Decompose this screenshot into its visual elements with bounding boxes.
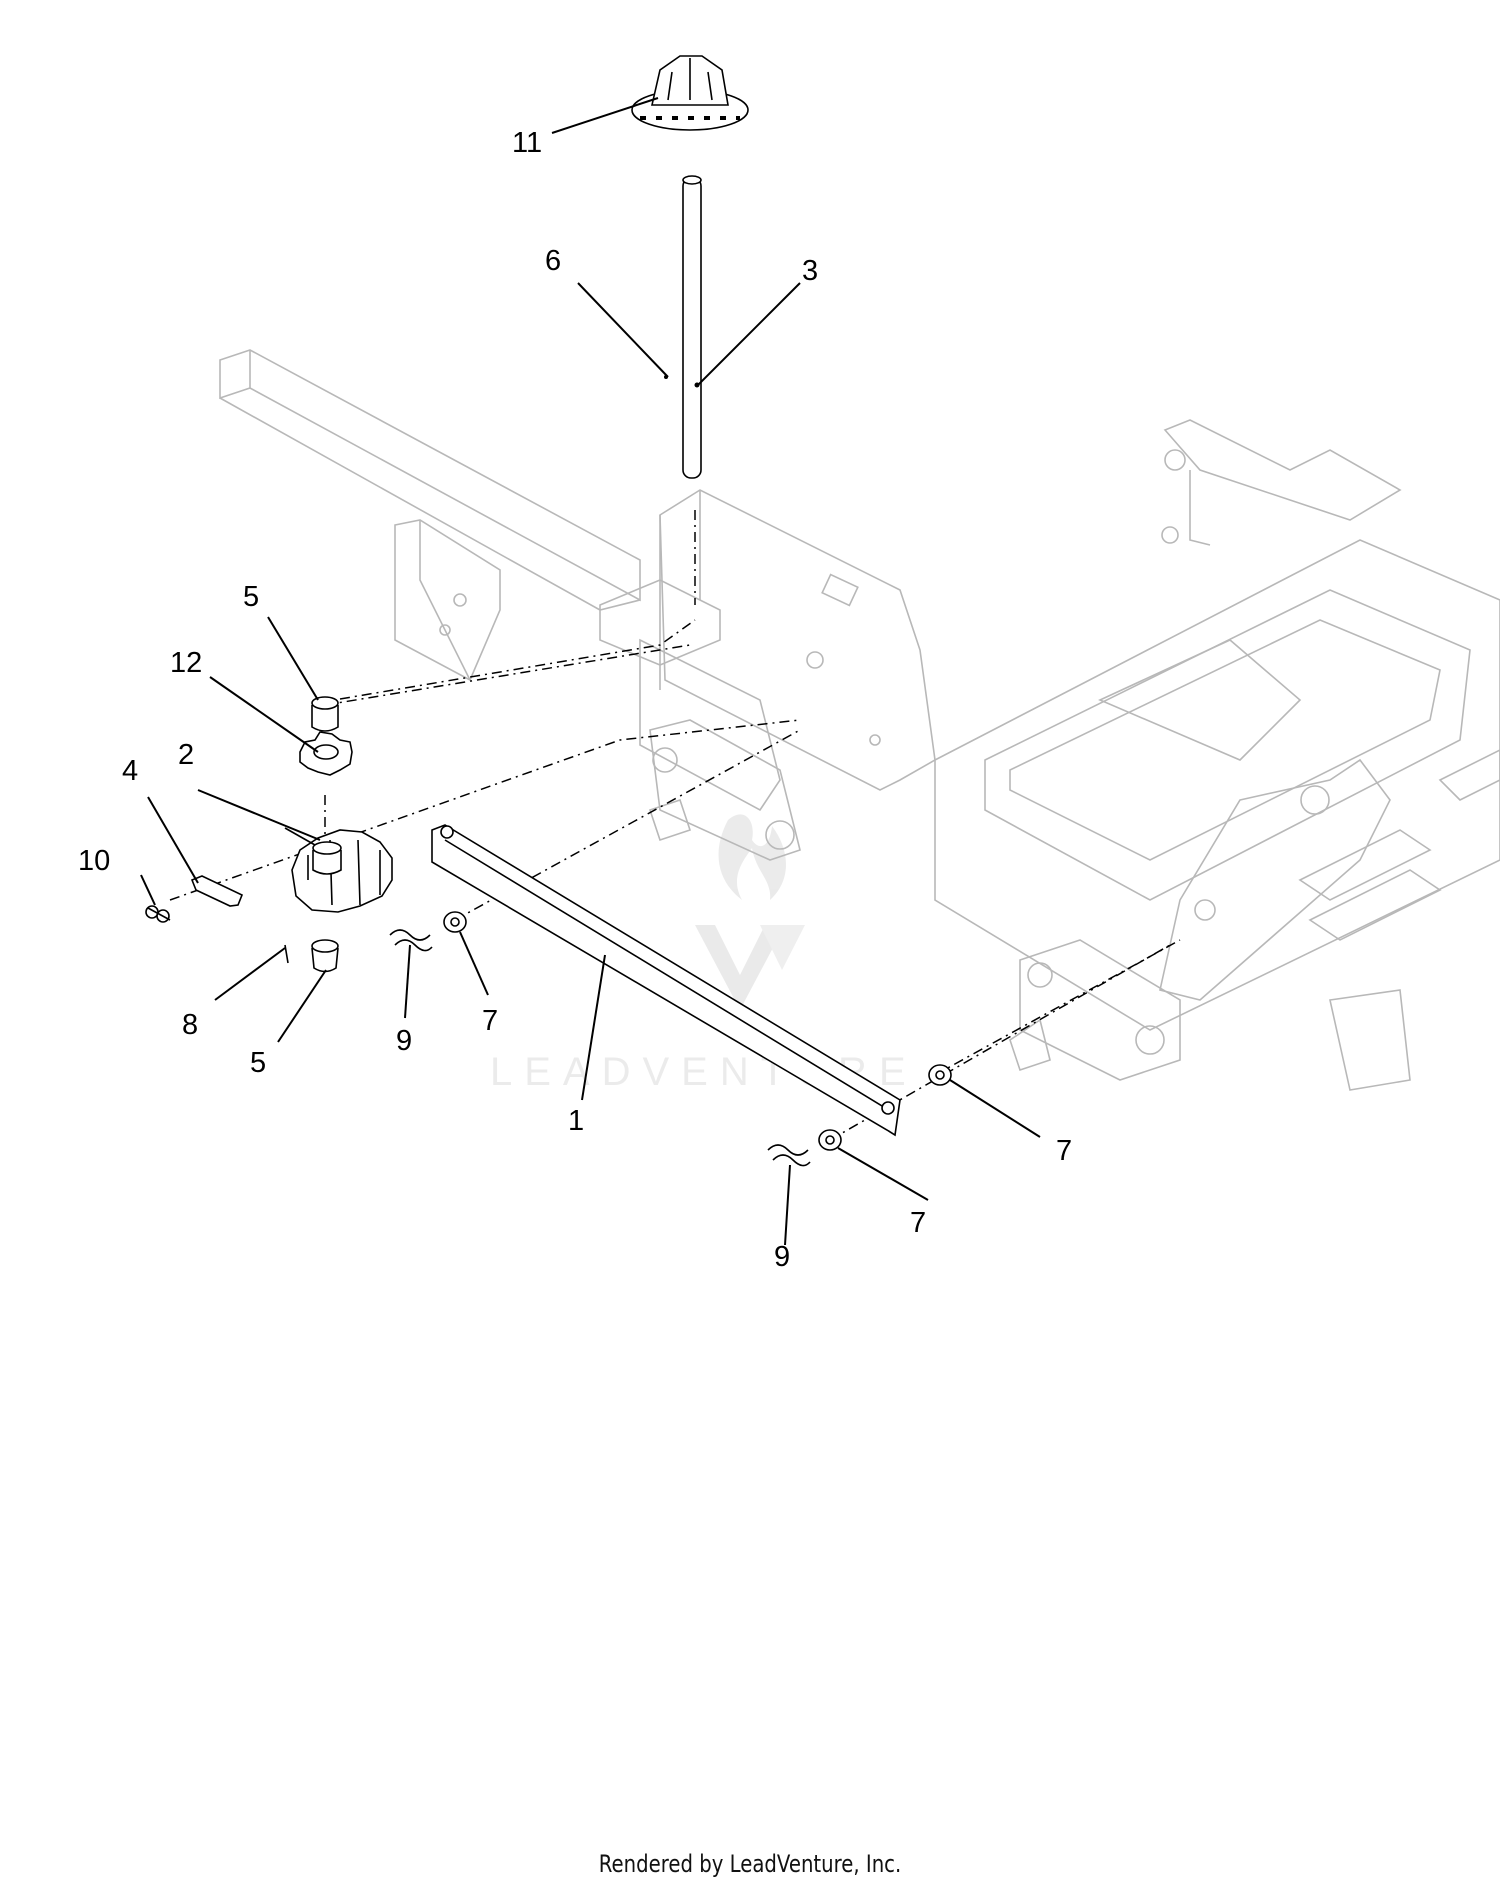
callout-1: 1 bbox=[568, 1105, 584, 1137]
part-bushing-5-upper bbox=[311, 696, 339, 732]
part-bar-1 bbox=[431, 824, 901, 1137]
leader-lines bbox=[140, 97, 1041, 1246]
mower-frame bbox=[219, 349, 1500, 1091]
callout-7-right-lower: 7 bbox=[910, 1207, 926, 1239]
callout-5-upper: 5 bbox=[243, 581, 259, 613]
callout-8: 8 bbox=[182, 1009, 198, 1041]
callout-labels: 11 6 3 5 12 4 2 10 8 5 9 7 1 7 7 9 bbox=[78, 127, 1072, 1273]
callout-11: 11 bbox=[512, 127, 542, 159]
callout-5-lower: 5 bbox=[250, 1047, 266, 1079]
callout-4: 4 bbox=[122, 755, 138, 787]
watermark-logo: LEADVENTURE bbox=[490, 814, 906, 1094]
part-washer-7-right-lower bbox=[818, 1129, 842, 1151]
part-pin-8 bbox=[284, 944, 289, 964]
part-washer-7-right-upper bbox=[928, 1064, 952, 1086]
part-washer-7-left bbox=[443, 911, 467, 933]
assembly-lines bbox=[169, 510, 1181, 1141]
callout-6: 6 bbox=[545, 245, 561, 277]
callout-10: 10 bbox=[78, 845, 110, 877]
callout-3: 3 bbox=[802, 255, 818, 287]
part-gear-12 bbox=[299, 731, 353, 776]
callout-2: 2 bbox=[178, 739, 194, 771]
part-shaft-3 bbox=[682, 175, 702, 479]
part-latch-4 bbox=[190, 875, 244, 907]
part-knob-11 bbox=[631, 55, 749, 131]
footer-credit: Rendered by LeadVenture, Inc. bbox=[598, 1850, 902, 1878]
part-bushing-5-lower bbox=[311, 939, 339, 973]
part-sprocket-2 bbox=[284, 827, 393, 913]
callout-9-right: 9 bbox=[774, 1241, 790, 1273]
part-clip-9-right bbox=[767, 1144, 811, 1167]
callout-7-right-upper: 7 bbox=[1056, 1135, 1072, 1167]
part-clip-9-left bbox=[389, 929, 433, 952]
callout-9-left: 9 bbox=[396, 1025, 412, 1057]
callout-12: 12 bbox=[170, 647, 202, 679]
part-screw-10 bbox=[145, 905, 171, 923]
callout-7-left: 7 bbox=[482, 1005, 498, 1037]
